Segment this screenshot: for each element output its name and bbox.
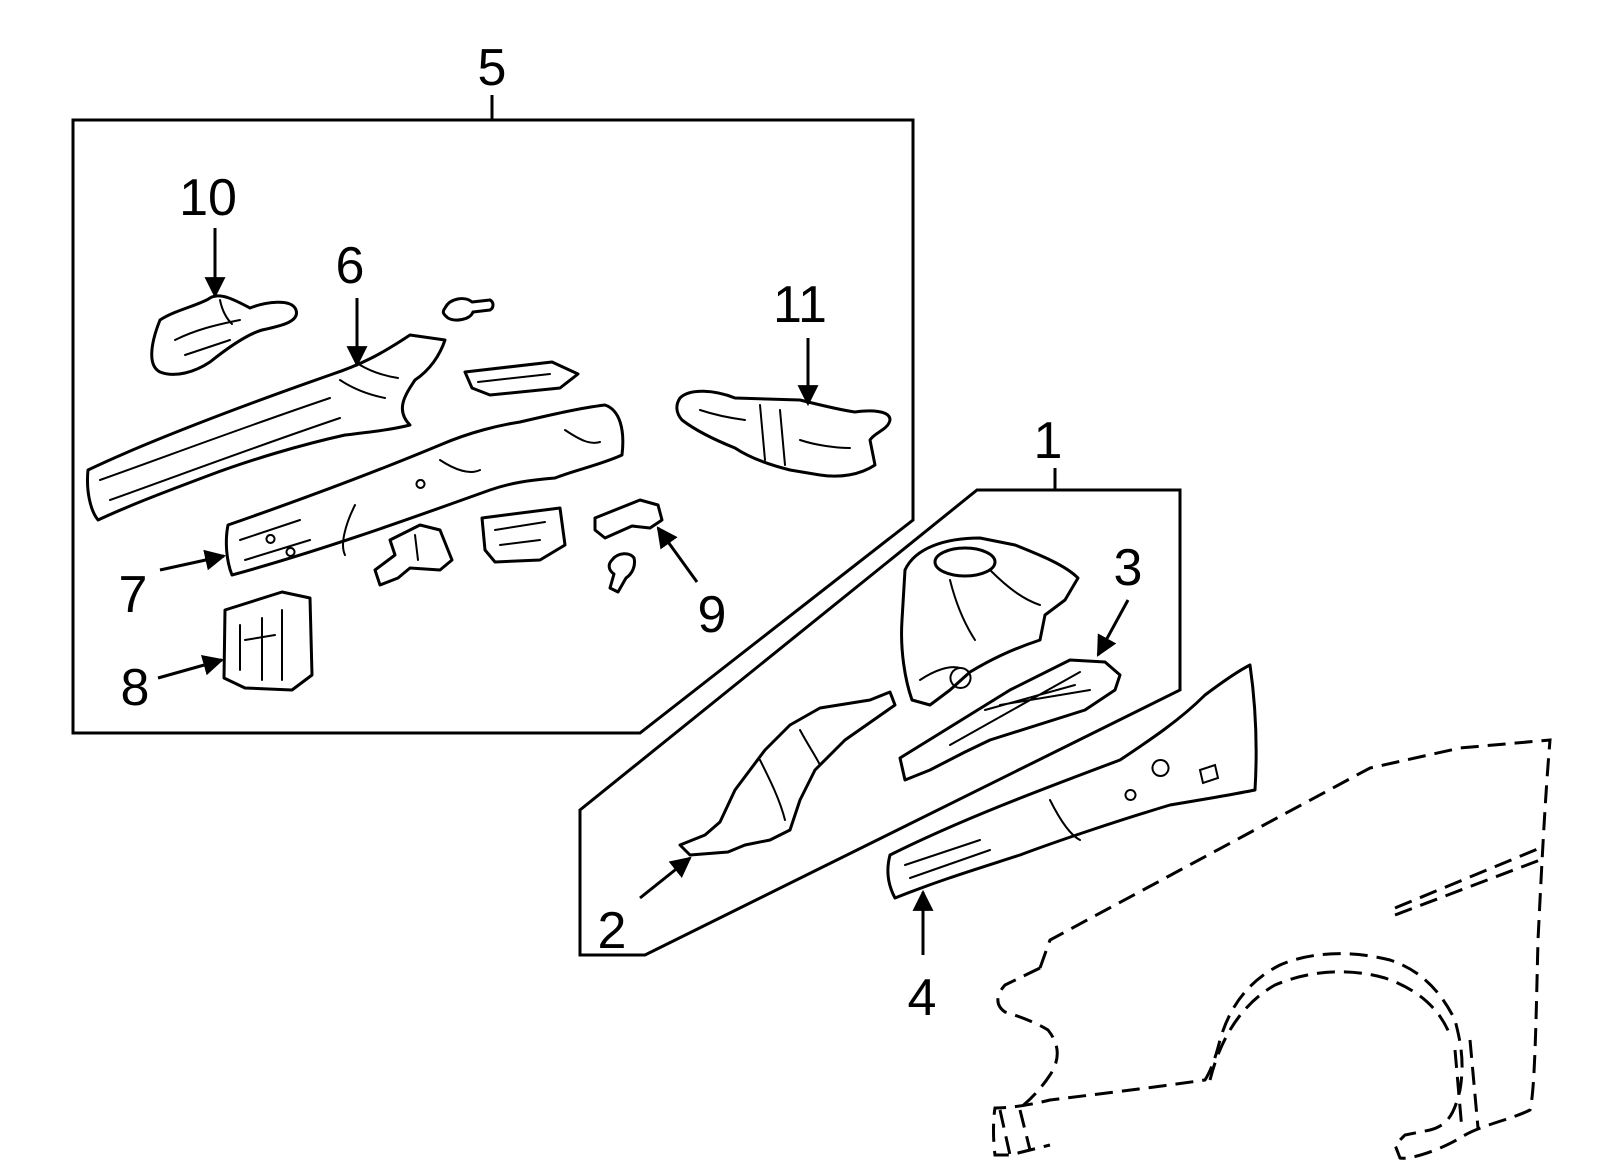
part-7-lower-rail [224,403,625,577]
fender-outline [992,738,1552,1160]
callout-3: 3 [1114,539,1143,597]
callout-8: 8 [121,659,150,717]
callout-6: 6 [336,237,365,295]
callout-11: 11 [773,276,827,334]
callout-5: 5 [478,39,507,97]
group-1-frame [578,488,1182,957]
part-10-bracket [150,294,298,376]
part-strut-tower [900,536,1080,707]
part-3-apron [898,658,1122,782]
part-8-mount [222,590,314,692]
part-11-extension [675,389,892,478]
group-5-frame [71,118,915,735]
callout-4: 4 [908,969,937,1027]
part-9-clip [593,498,664,594]
part-6-front-rail [86,333,447,522]
arrow-9 [656,526,699,583]
arrow-8 [157,655,225,680]
callout-1: 1 [1034,412,1063,470]
arrow-7 [159,549,227,572]
arrow-2 [639,856,692,900]
part-small-bracket [463,360,580,397]
callout-7: 7 [119,566,148,624]
part-clip [441,297,495,322]
part-block-b [480,506,567,564]
part-4-wheelhouse [886,663,1258,900]
callout-9: 9 [698,586,727,644]
part-2-bracket [678,690,897,857]
arrow-3 [1096,599,1130,657]
callout-2: 2 [598,902,627,960]
callout-10: 10 [179,169,237,227]
part-block-a [373,523,454,587]
